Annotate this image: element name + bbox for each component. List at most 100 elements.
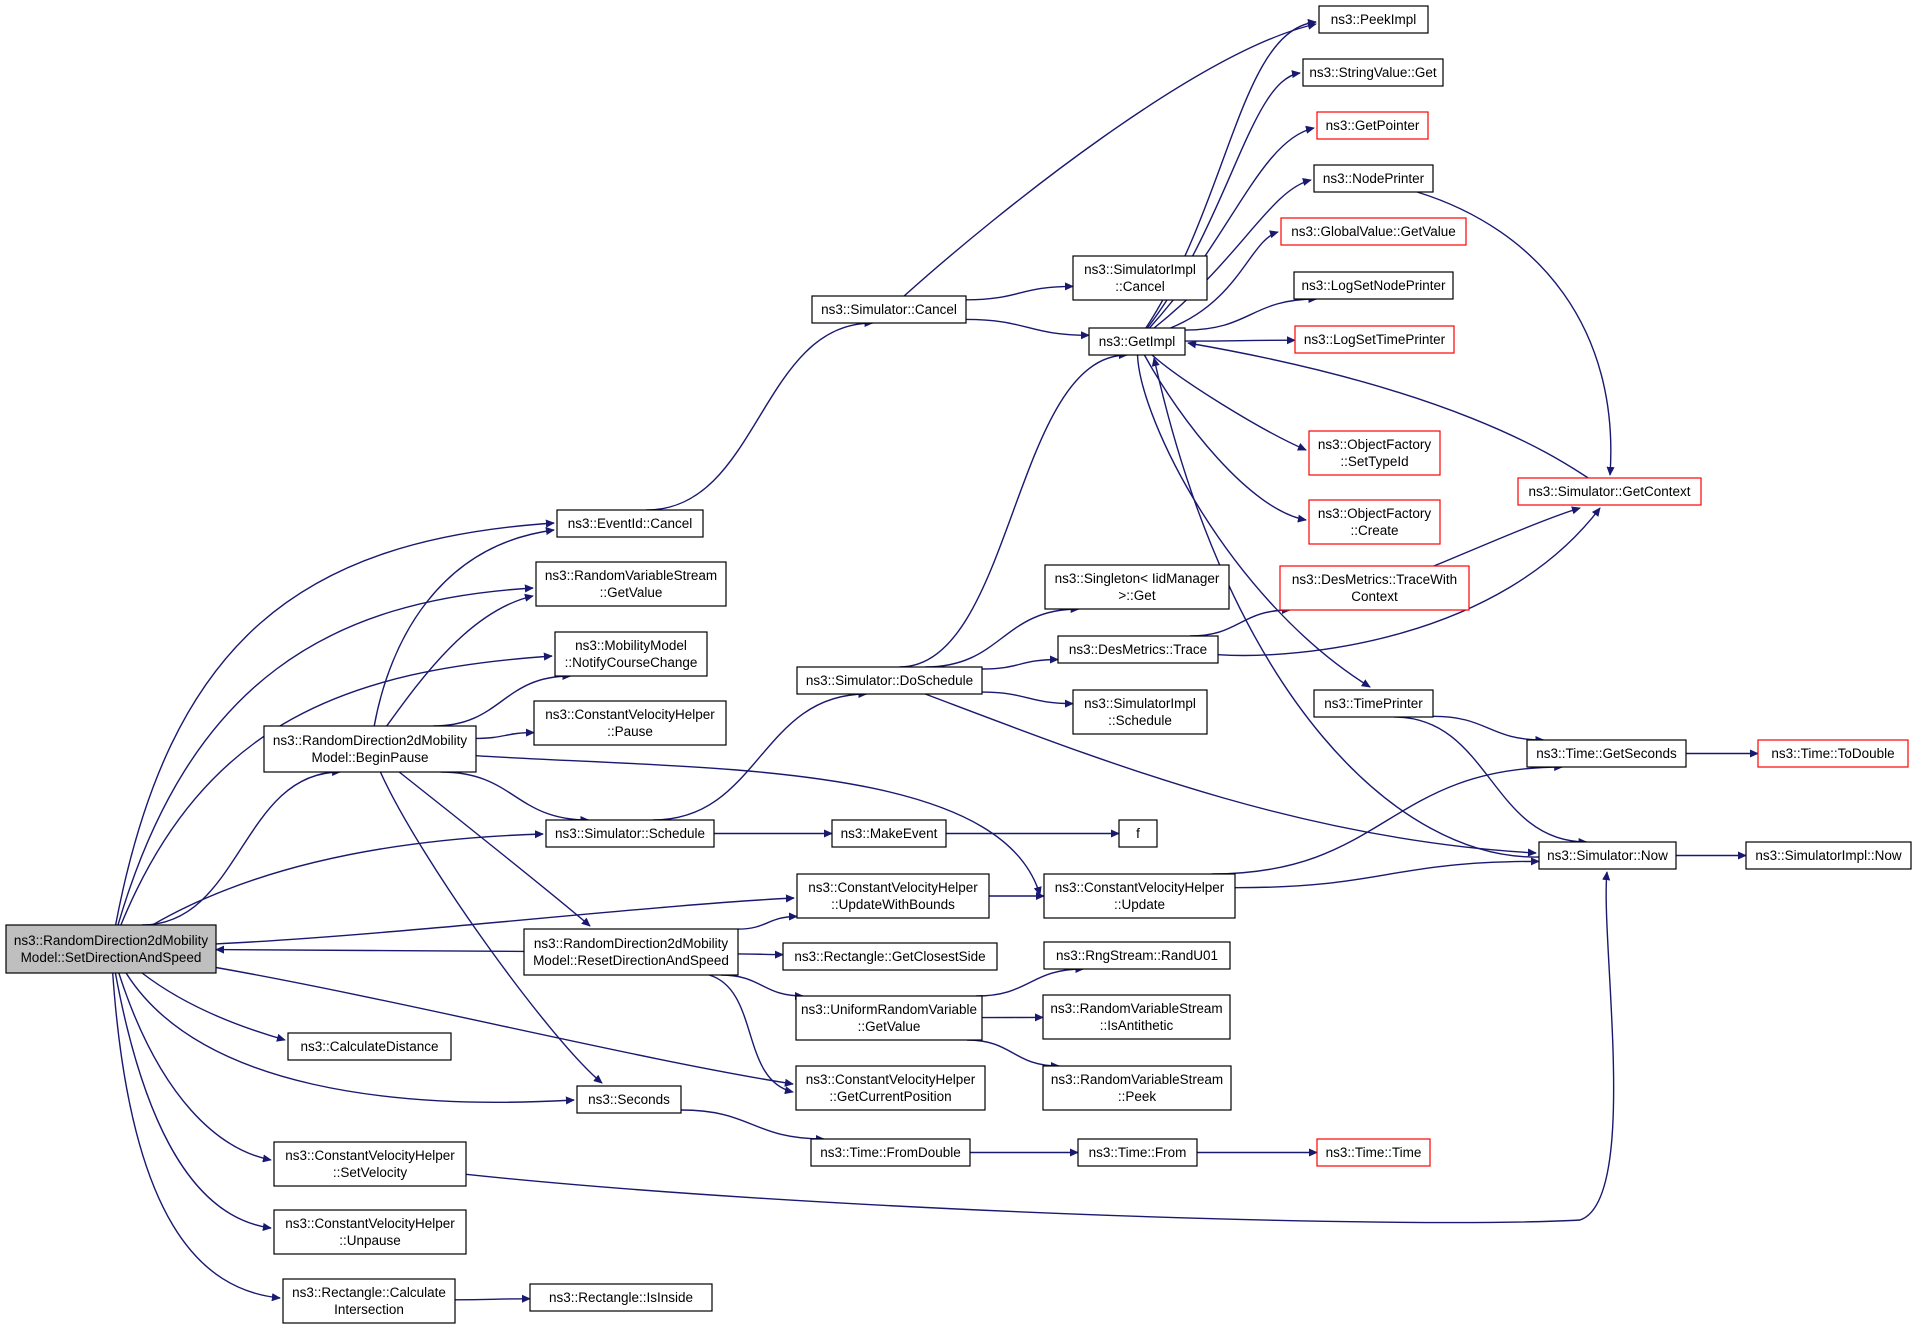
node-simcancel[interactable]: ns3::Simulator::Cancel bbox=[811, 295, 967, 324]
node-label: Model::BeginPause bbox=[311, 750, 428, 765]
node-rectinside[interactable]: ns3::Rectangle::IsInside bbox=[529, 1283, 713, 1312]
node-box bbox=[1118, 819, 1158, 848]
node-box bbox=[1294, 325, 1455, 354]
node-box bbox=[523, 928, 739, 976]
node-box bbox=[782, 942, 998, 971]
edge-doschedule-to-simnow bbox=[924, 693, 1537, 857]
node-peekimpl[interactable]: ns3::PeekImpl bbox=[1318, 5, 1429, 34]
node-logsettime[interactable]: ns3::LogSetTimePrinter bbox=[1294, 325, 1455, 354]
node-peek[interactable]: ns3::RandomVariableStream::Peek bbox=[1042, 1065, 1232, 1111]
node-label: Context bbox=[1351, 589, 1398, 604]
node-label: ns3::ConstantVelocityHelper bbox=[545, 707, 715, 722]
node-label: ns3::RandomVariableStream bbox=[1051, 1072, 1223, 1087]
node-getcurrentpos[interactable]: ns3::ConstantVelocityHelper::GetCurrentP… bbox=[795, 1065, 986, 1111]
node-label: ns3::Rectangle::Calculate bbox=[292, 1285, 446, 1300]
node-isantithetic[interactable]: ns3::RandomVariableStream::IsAntithetic bbox=[1042, 994, 1231, 1040]
node-f[interactable]: f bbox=[1118, 819, 1158, 848]
node-label: ns3::Simulator::GetContext bbox=[1528, 484, 1690, 499]
edge-reset-to-rectclosest bbox=[737, 950, 784, 959]
edge-timeprinter-to-simnow bbox=[1394, 716, 1588, 847]
node-cvhupdate[interactable]: ns3::ConstantVelocityHelper::Update bbox=[1043, 873, 1236, 919]
node-makeevent[interactable]: ns3::MakeEvent bbox=[831, 819, 947, 848]
node-label: ns3::ConstantVelocityHelper bbox=[1055, 880, 1225, 895]
node-label: Model::ResetDirectionAndSpeed bbox=[533, 953, 729, 968]
node-label: ns3::ConstantVelocityHelper bbox=[808, 880, 978, 895]
node-reset[interactable]: ns3::RandomDirection2dMobilityModel::Res… bbox=[523, 928, 739, 976]
edge-getimpl-to-logsetnode bbox=[1184, 294, 1318, 331]
node-logsetnode[interactable]: ns3::LogSetNodePrinter bbox=[1293, 271, 1454, 300]
node-setvelocity[interactable]: ns3::ConstantVelocityHelper::SetVelocity bbox=[273, 1141, 467, 1187]
node-label: ::GetCurrentPosition bbox=[829, 1089, 951, 1104]
node-getimpl[interactable]: ns3::GetImpl bbox=[1088, 327, 1186, 356]
node-simimplnow[interactable]: ns3::SimulatorImpl::Now bbox=[1745, 841, 1912, 870]
node-getcontext[interactable]: ns3::Simulator::GetContext bbox=[1517, 477, 1702, 506]
node-label: ns3::EventId::Cancel bbox=[568, 516, 693, 531]
node-box bbox=[287, 1032, 452, 1061]
node-todouble[interactable]: ns3::Time::ToDouble bbox=[1757, 739, 1909, 768]
node-box bbox=[535, 561, 727, 607]
node-getpointer[interactable]: ns3::GetPointer bbox=[1316, 111, 1429, 140]
node-label: ns3::Simulator::DoSchedule bbox=[806, 673, 973, 688]
node-ofcreate[interactable]: ns3::ObjectFactory::Create bbox=[1308, 499, 1441, 545]
node-label: ::NotifyCourseChange bbox=[565, 655, 698, 670]
node-getseconds[interactable]: ns3::Time::GetSeconds bbox=[1526, 739, 1687, 768]
node-ofsettypeid[interactable]: ns3::ObjectFactory::SetTypeId bbox=[1308, 430, 1441, 476]
node-label: ns3::Time::GetSeconds bbox=[1536, 746, 1677, 761]
node-label: ::UpdateWithBounds bbox=[831, 897, 955, 912]
edge-getimpl-to-nodeprinter bbox=[1153, 177, 1312, 329]
node-beginpause[interactable]: ns3::RandomDirection2dMobilityModel::Beg… bbox=[263, 725, 477, 773]
node-label: Intersection bbox=[334, 1302, 404, 1317]
node-fromdouble[interactable]: ns3::Time::FromDouble bbox=[810, 1138, 971, 1167]
node-label: ns3::Simulator::Schedule bbox=[555, 826, 705, 841]
edge-setvelocity-to-simnow bbox=[465, 871, 1615, 1224]
node-label: ns3::LogSetNodePrinter bbox=[1301, 278, 1446, 293]
node-updatebounds[interactable]: ns3::ConstantVelocityHelper::UpdateWithB… bbox=[796, 873, 990, 919]
node-calcdist[interactable]: ns3::CalculateDistance bbox=[287, 1032, 452, 1061]
node-notify[interactable]: ns3::MobilityModel::NotifyCourseChange bbox=[554, 631, 708, 677]
node-label: ns3::MobilityModel bbox=[575, 638, 687, 653]
node-eventcancel[interactable]: ns3::EventId::Cancel bbox=[556, 509, 704, 538]
node-globalvalue[interactable]: ns3::GlobalValue::GetValue bbox=[1280, 217, 1467, 246]
node-box bbox=[1072, 689, 1208, 735]
edge-simcancel-to-getimpl bbox=[965, 318, 1090, 340]
node-urvgetvalue[interactable]: ns3::UniformRandomVariable::GetValue bbox=[795, 995, 983, 1041]
edge-root-to-updatebounds bbox=[215, 894, 795, 945]
node-timefrom[interactable]: ns3::Time::From bbox=[1077, 1138, 1198, 1167]
node-label: ns3::RandomDirection2dMobility bbox=[14, 933, 209, 948]
node-stringvalueget[interactable]: ns3::StringValue::Get bbox=[1302, 58, 1444, 87]
edge-doschedule-to-simimplschedule bbox=[981, 691, 1074, 708]
node-box bbox=[1043, 941, 1231, 970]
node-root[interactable]: ns3::RandomDirection2dMobilityModel::Set… bbox=[5, 924, 217, 974]
node-seconds[interactable]: ns3::Seconds bbox=[576, 1085, 682, 1114]
node-box bbox=[1042, 1065, 1232, 1111]
node-simimplschedule[interactable]: ns3::SimulatorImpl::Schedule bbox=[1072, 689, 1208, 735]
node-schedule[interactable]: ns3::Simulator::Schedule bbox=[545, 819, 715, 848]
node-unpause[interactable]: ns3::ConstantVelocityHelper::Unpause bbox=[273, 1209, 467, 1255]
node-timetime[interactable]: ns3::Time::Time bbox=[1316, 1138, 1431, 1167]
edge-urvgetvalue-to-peek bbox=[966, 1039, 1060, 1071]
node-rvsgetvalue[interactable]: ns3::RandomVariableStream::GetValue bbox=[535, 561, 727, 607]
node-randu01[interactable]: ns3::RngStream::RandU01 bbox=[1043, 941, 1231, 970]
edge-root-to-unpause bbox=[114, 972, 272, 1231]
node-label: ns3::Simulator::Cancel bbox=[821, 302, 957, 317]
node-doschedule[interactable]: ns3::Simulator::DoSchedule bbox=[796, 666, 983, 695]
edge-beginpause-to-cvhpause bbox=[475, 728, 535, 740]
node-simnow[interactable]: ns3::Simulator::Now bbox=[1538, 841, 1677, 870]
node-label: ns3::StringValue::Get bbox=[1309, 65, 1437, 80]
node-label: ::SetTypeId bbox=[1340, 454, 1408, 469]
node-label: ns3::ObjectFactory bbox=[1318, 506, 1432, 521]
node-timeprinter[interactable]: ns3::TimePrinter bbox=[1313, 689, 1434, 718]
node-singleton[interactable]: ns3::Singleton< IidManager>::Get bbox=[1044, 564, 1230, 610]
node-rectclosest[interactable]: ns3::Rectangle::GetClosestSide bbox=[782, 942, 998, 971]
node-nodeprinter[interactable]: ns3::NodePrinter bbox=[1313, 164, 1434, 193]
node-simimplcancel[interactable]: ns3::SimulatorImpl::Cancel bbox=[1072, 255, 1208, 301]
node-label: ns3::UniformRandomVariable bbox=[801, 1002, 977, 1017]
node-cvhpause[interactable]: ns3::ConstantVelocityHelper::Pause bbox=[533, 700, 727, 746]
node-box bbox=[1280, 217, 1467, 246]
edge-desmtrace-to-getcontext bbox=[1217, 507, 1601, 657]
node-label: ::Schedule bbox=[1108, 713, 1172, 728]
node-box bbox=[1538, 841, 1677, 870]
node-desmtrace[interactable]: ns3::DesMetrics::Trace bbox=[1057, 635, 1219, 664]
